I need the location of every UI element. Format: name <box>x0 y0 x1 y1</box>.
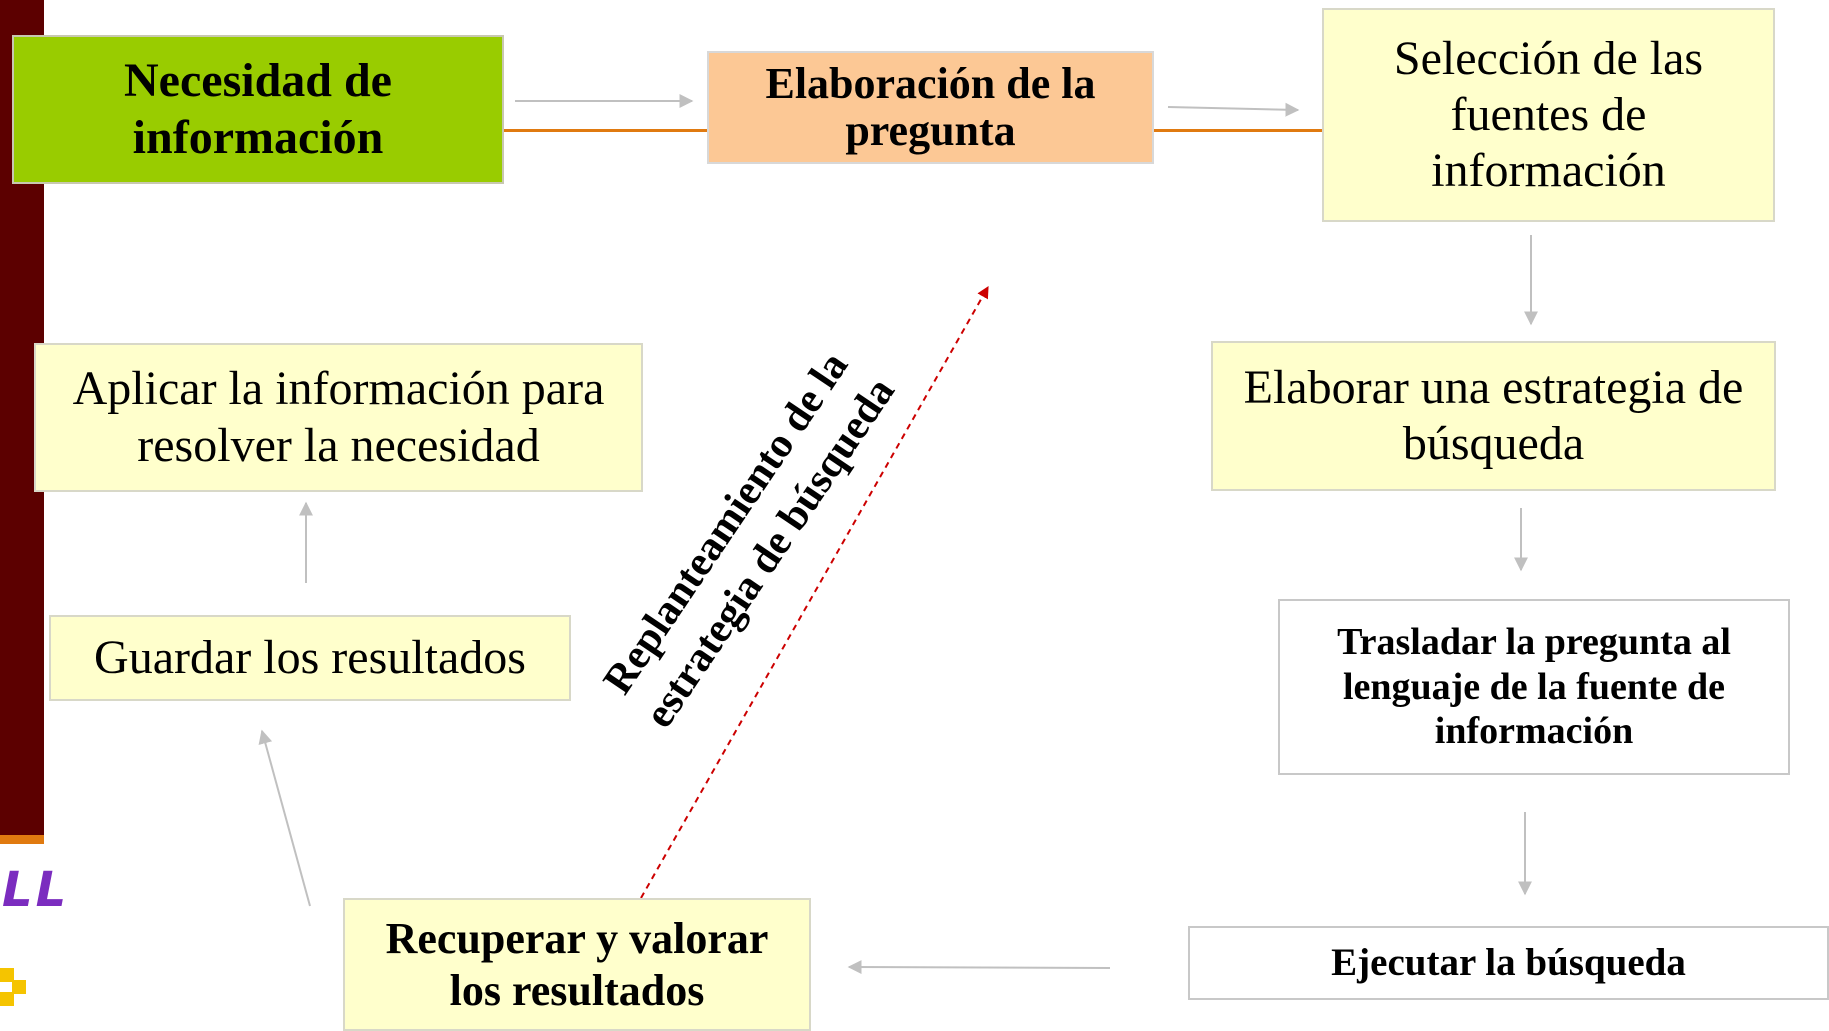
node-trasladar-pregunta: Trasladar la pregunta al lenguaje de la … <box>1278 599 1790 775</box>
arrow-recuperar-to-guardar <box>258 729 311 907</box>
accent-line-right <box>1150 129 1325 132</box>
sidebar-accent-bar <box>0 835 44 844</box>
node-necesidad-label: Necesidad de información <box>124 54 392 164</box>
node-recuperar-valorar-label: Recuperar y valorar los resultados <box>385 914 769 1015</box>
feedback-dashed-arrow <box>640 285 989 899</box>
node-aplicar-informacion-label: Aplicar la información para resolver la … <box>72 362 605 472</box>
node-elaboracion-pregunta-label: Elaboración de la pregunta <box>765 59 1096 155</box>
node-trasladar-pregunta-label: Trasladar la pregunta al lenguaje de la … <box>1337 621 1731 753</box>
node-elaborar-estrategia: Elaborar una estrategia de búsqueda <box>1211 341 1776 491</box>
node-seleccion-fuentes-label: Selección de las fuentes de información <box>1393 31 1704 198</box>
node-seleccion-fuentes: Selección de las fuentes de información <box>1322 8 1775 222</box>
node-elaboracion-pregunta: Elaboración de la pregunta <box>707 51 1154 164</box>
logo-text: LL <box>2 862 70 918</box>
node-guardar-resultados: Guardar los resultados <box>49 615 571 701</box>
arrow-pregunta-to-seleccion <box>1167 102 1300 117</box>
node-ejecutar-busqueda-label: Ejecutar la búsqueda <box>1331 941 1686 985</box>
logo-mark-icon <box>0 968 26 1008</box>
node-guardar-resultados-label: Guardar los resultados <box>94 630 526 684</box>
node-ejecutar-busqueda: Ejecutar la búsqueda <box>1188 926 1829 1000</box>
node-elaborar-estrategia-label: Elaborar una estrategia de búsqueda <box>1243 360 1744 470</box>
arrow-ejecutar-to-recuperar <box>847 960 1111 975</box>
node-recuperar-valorar: Recuperar y valorar los resultados <box>343 898 811 1031</box>
node-aplicar-informacion: Aplicar la información para resolver la … <box>34 343 643 492</box>
node-necesidad: Necesidad de información <box>12 35 504 184</box>
